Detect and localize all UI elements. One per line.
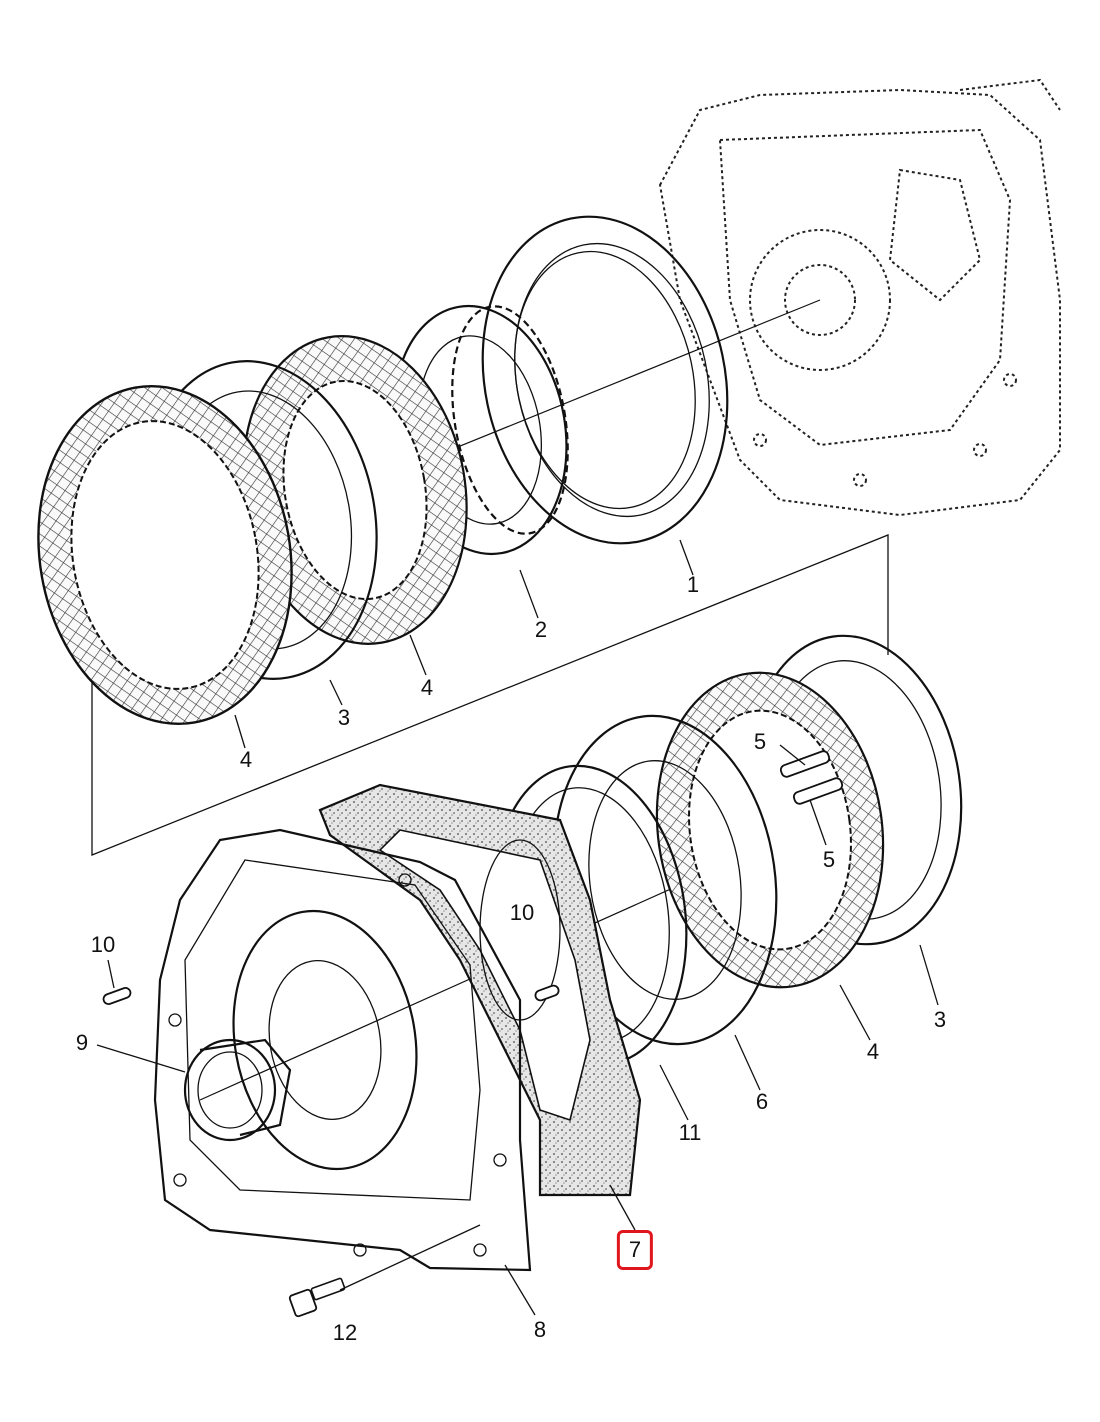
- friction-disc-4-front: [37, 384, 293, 726]
- leader-lines: [96, 539, 939, 1316]
- bushing-9: [183, 1038, 292, 1142]
- callout-1: 1: [686, 572, 700, 597]
- callout-7-highlighted: 7: [616, 1230, 654, 1270]
- callout-5-upper: 5: [753, 729, 767, 754]
- friction-disc-4-upper: [242, 335, 468, 645]
- callout-4-upper: 4: [420, 675, 434, 700]
- gearbox-housing-outline: [658, 78, 1061, 517]
- housing-cover-8: [153, 828, 532, 1272]
- bolt-12: [288, 1277, 346, 1318]
- callout-3-lower: 3: [933, 1007, 947, 1032]
- callout-8: 8: [533, 1317, 547, 1342]
- callout-10-right: 10: [509, 900, 535, 925]
- callout-10-left: 10: [90, 932, 116, 957]
- pressure-plate-1: [481, 215, 729, 545]
- callout-11: 11: [678, 1120, 702, 1145]
- callout-9: 9: [75, 1030, 89, 1055]
- dowel-pin-10: [102, 984, 560, 1005]
- callout-12: 12: [332, 1320, 358, 1345]
- reference-bracket: [91, 534, 889, 856]
- callout-2: 2: [534, 617, 548, 642]
- callout-4-lower: 4: [866, 1039, 880, 1064]
- callout-4-front: 4: [239, 747, 253, 772]
- callout-3-upper: 3: [337, 705, 351, 730]
- spring-5: [779, 750, 844, 805]
- gasket-7: [318, 783, 642, 1197]
- callout-6: 6: [755, 1089, 769, 1114]
- callout-5-lower: 5: [822, 847, 836, 872]
